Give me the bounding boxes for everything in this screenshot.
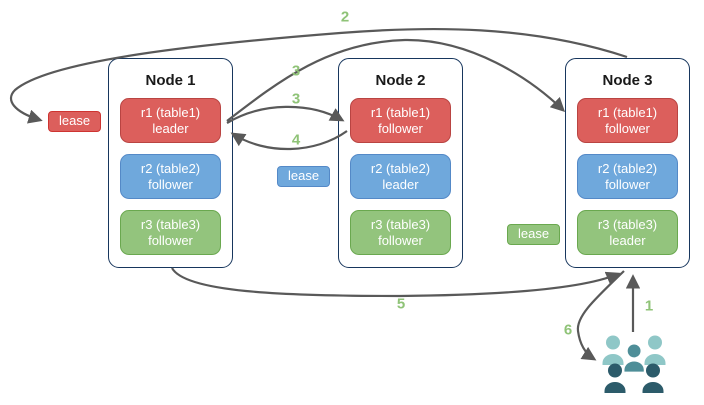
node-1-box: Node 1 r1 (table1) leader r2 (table2) fo…	[108, 58, 233, 268]
node-2-title: Node 2	[375, 72, 426, 89]
node-3-box: Node 3 r1 (table1) follower r2 (table2) …	[565, 58, 690, 268]
replica-name: r1 (table1)	[370, 104, 431, 120]
replica-role: leader	[609, 232, 646, 248]
replica-name: r3 (table3)	[370, 216, 431, 232]
replica-r1-node3: r1 (table1) follower	[577, 98, 678, 143]
node-1-title: Node 1	[145, 72, 196, 89]
step-label-3b: 3	[291, 90, 301, 108]
replica-r3-node2: r3 (table3) follower	[350, 210, 451, 255]
replica-name: r1 (table1)	[140, 104, 201, 120]
replica-role: leader	[152, 120, 189, 136]
replica-name: r1 (table1)	[597, 104, 658, 120]
lease-badge-table1: lease	[48, 111, 102, 132]
arrow-step-2-node3-to-lease1	[9, 27, 628, 124]
replica-role: follower	[148, 232, 193, 248]
replica-r2-node1: r2 (table2) follower	[120, 154, 221, 199]
users-group-icon	[602, 335, 666, 393]
step-label-6: 6	[563, 321, 573, 339]
lease-badge-table2: lease	[277, 166, 331, 187]
replica-r2-node2: r2 (table2) leader	[350, 154, 451, 199]
replica-role: follower	[605, 176, 650, 192]
replica-r1-node2: r1 (table1) follower	[350, 98, 451, 143]
step-label-5: 5	[396, 295, 406, 313]
step-label-2: 2	[340, 8, 350, 26]
replica-r3-node3: r3 (table3) leader	[577, 210, 678, 255]
replica-r2-node3: r2 (table2) follower	[577, 154, 678, 199]
replica-role: follower	[378, 232, 423, 248]
node-3-title: Node 3	[602, 72, 653, 89]
replica-name: r2 (table2)	[597, 160, 658, 176]
step-label-1: 1	[644, 297, 654, 315]
node-2-replicas: r1 (table1) follower r2 (table2) leader …	[339, 98, 462, 255]
lease-badge-table3: lease	[507, 224, 561, 245]
arrow-step-3-leader-to-node2	[226, 105, 345, 124]
replica-name: r2 (table2)	[140, 160, 201, 176]
replica-role: follower	[605, 120, 650, 136]
arrow-step-5-node1-to-node3	[171, 267, 621, 298]
step-label-3a: 3	[291, 62, 301, 80]
replica-role: leader	[382, 176, 419, 192]
replica-name: r3 (table3)	[597, 216, 658, 232]
node-1-replicas: r1 (table1) leader r2 (table2) follower …	[109, 98, 232, 255]
step-label-4: 4	[291, 131, 301, 149]
node-3-replicas: r1 (table1) follower r2 (table2) followe…	[566, 98, 689, 255]
replica-name: r2 (table2)	[370, 160, 431, 176]
replica-name: r3 (table3)	[140, 216, 201, 232]
arrow-step-4-node2-to-leader	[230, 130, 348, 151]
replica-role: follower	[148, 176, 193, 192]
replica-r3-node1: r3 (table3) follower	[120, 210, 221, 255]
node-2-box: Node 2 r1 (table1) follower r2 (table2) …	[338, 58, 463, 268]
replica-role: follower	[378, 120, 423, 136]
replica-r1-node1: r1 (table1) leader	[120, 98, 221, 143]
